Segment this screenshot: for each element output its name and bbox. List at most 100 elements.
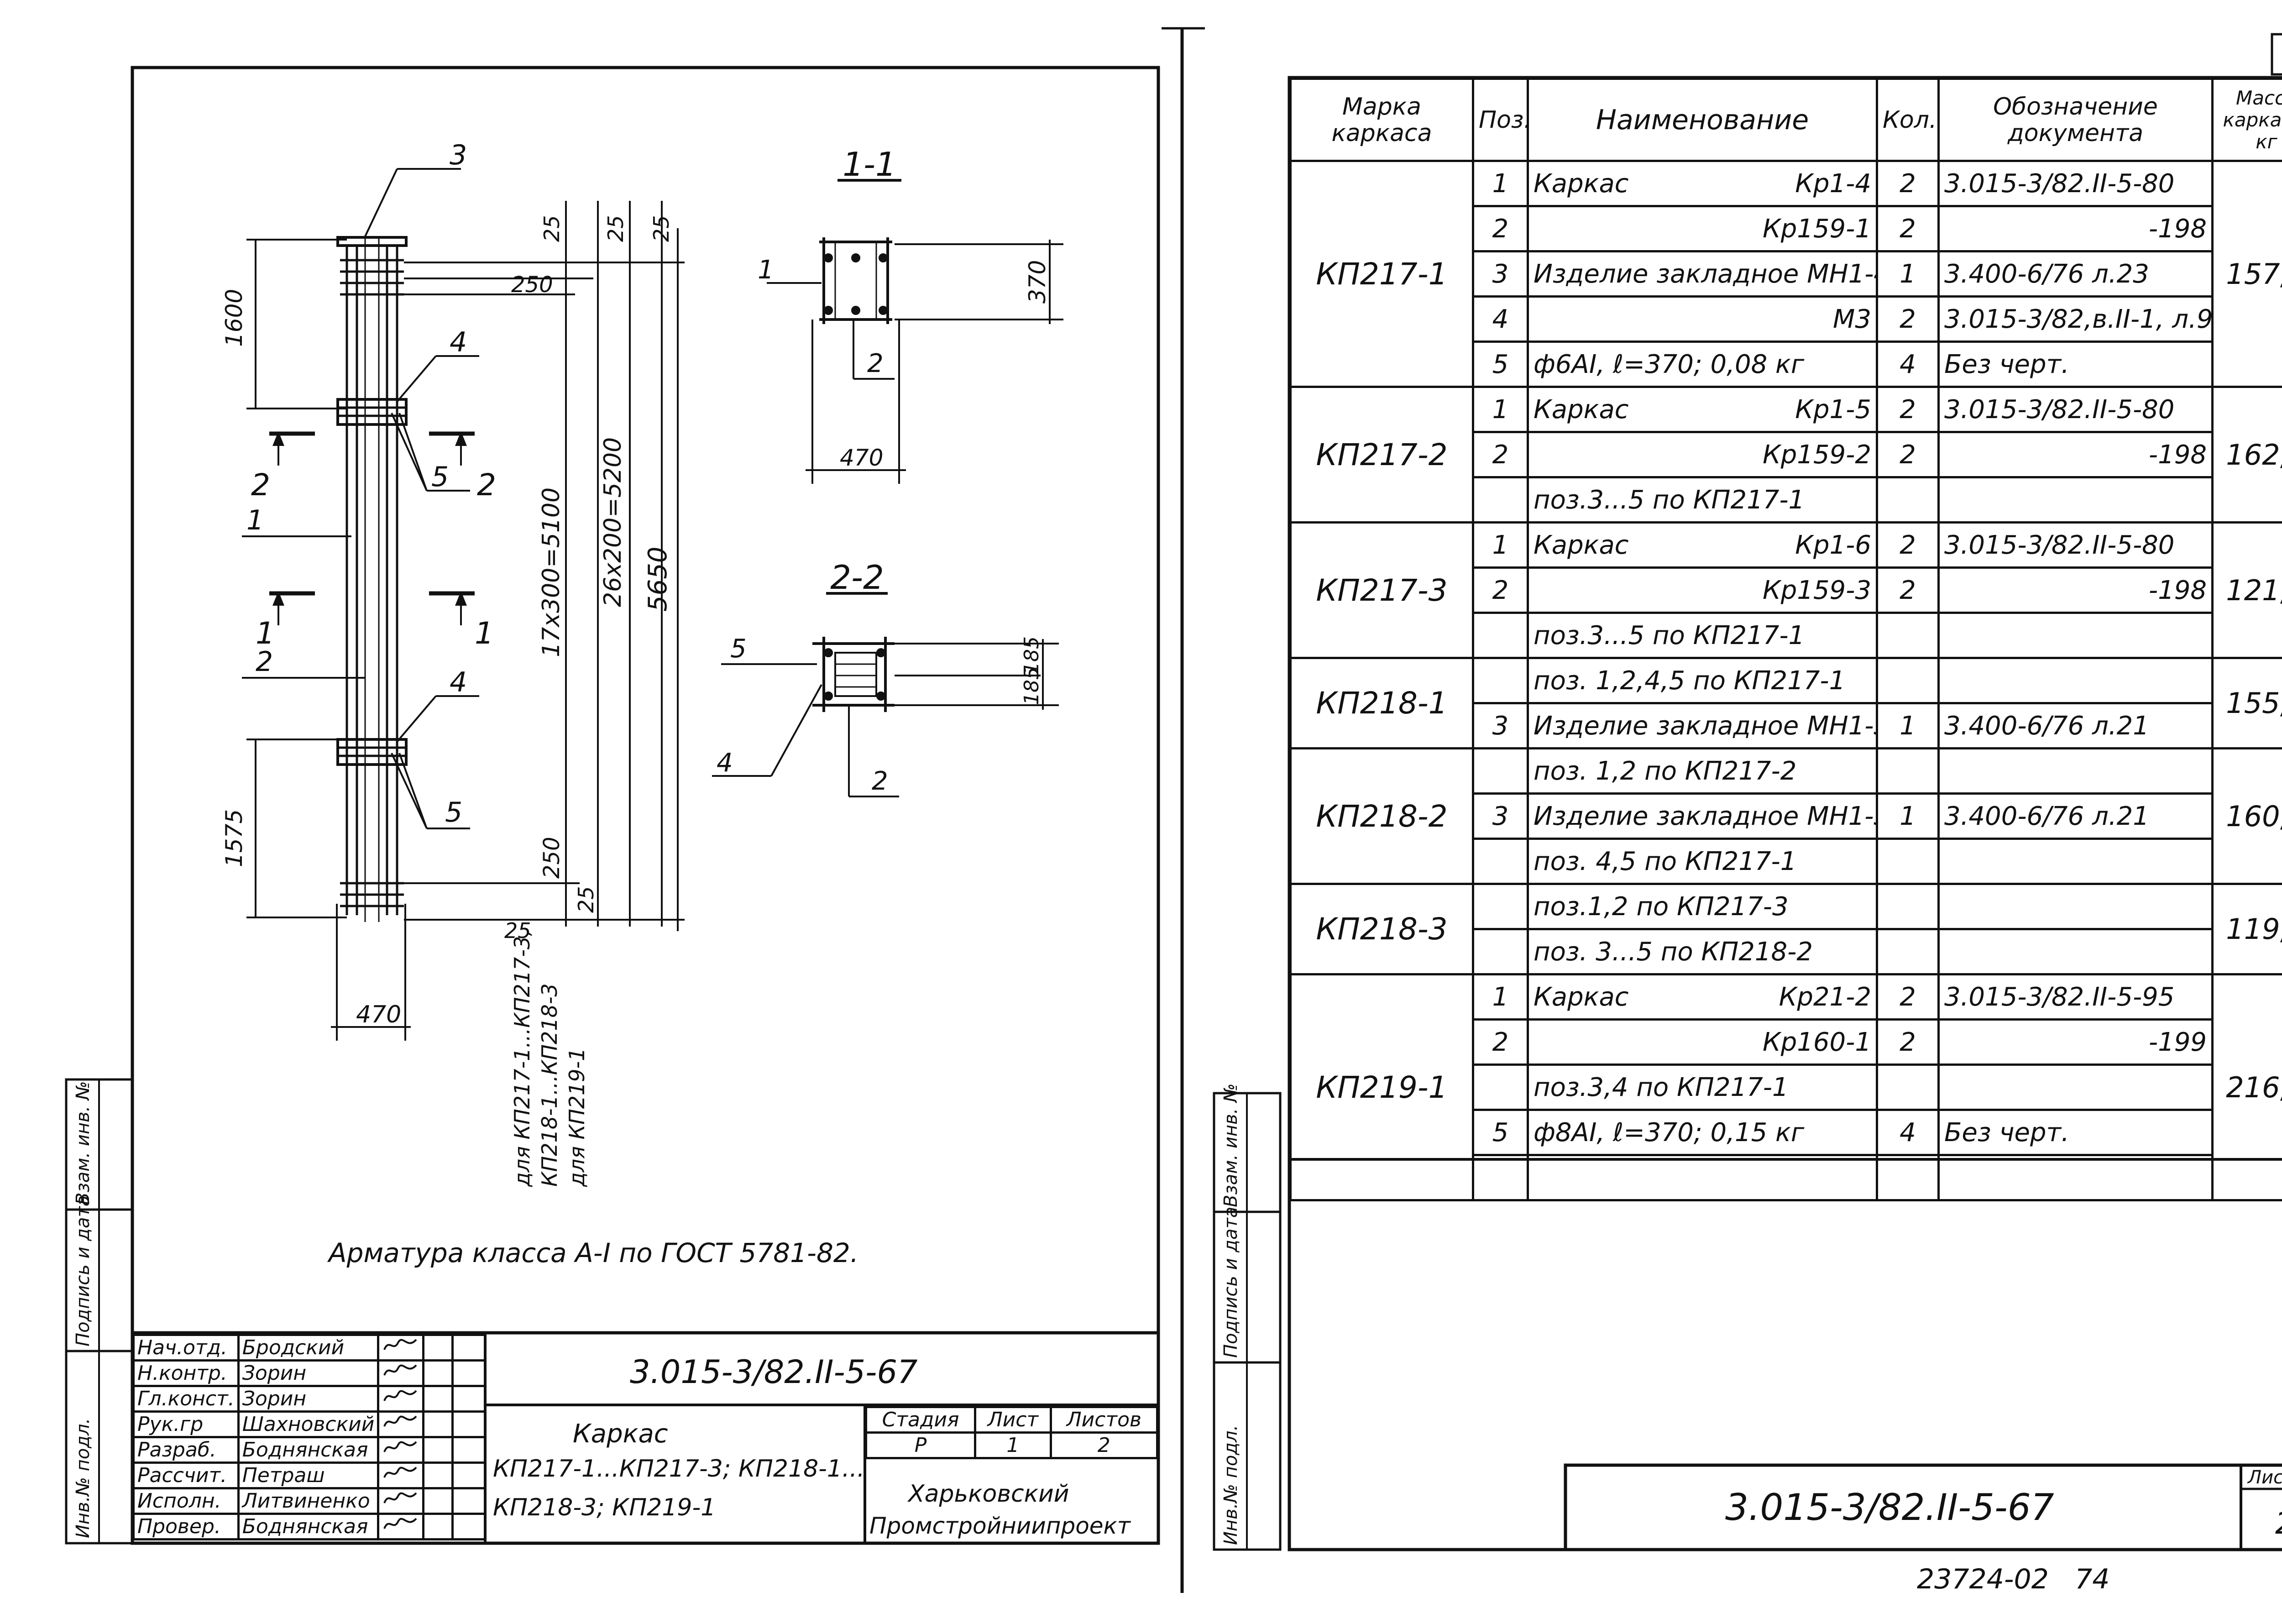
spec-qty: 2 bbox=[1876, 386, 1940, 433]
sec22-pos5: 5 bbox=[730, 634, 747, 664]
spec-name-mark: Кр159-2 bbox=[1762, 440, 1871, 470]
spec-name-main: Каркас bbox=[1534, 394, 1629, 424]
spec-name: ф6АI, ℓ=370; 0,08 кг bbox=[1527, 341, 1878, 388]
spec-name-mark: Кр159-3 bbox=[1762, 575, 1871, 605]
stamp-role-row: Рассчит.Петраш bbox=[132, 1462, 486, 1489]
vertical-note-2: КП218-1...КП218-3 bbox=[537, 983, 562, 1187]
spec-doc: 3.400-6/76 л.21 bbox=[1937, 792, 2214, 840]
spec-name: Кр160-1 bbox=[1527, 1018, 1878, 1066]
spec-name-main: Каркас bbox=[1534, 168, 1629, 199]
label-pos-5b: 5 bbox=[445, 796, 462, 828]
stamp-date bbox=[422, 1410, 454, 1438]
spec-pos: 5 bbox=[1472, 341, 1529, 388]
right-strip-vzam: Взам. инв. № bbox=[1220, 1083, 1241, 1207]
spec-doc bbox=[1937, 747, 2214, 795]
spec-row bbox=[1291, 1154, 2282, 1201]
header-mass: Масса каркаса, кг bbox=[2211, 78, 2282, 162]
spec-name-main: Изделие закладное МН1-45 bbox=[1534, 259, 1877, 289]
spec-doc: 3.015-3/82.II-5-80 bbox=[1937, 521, 2214, 569]
spec-mark: КП218-3 bbox=[1289, 883, 1474, 975]
stamp-blank bbox=[451, 1487, 486, 1515]
spec-name: Кр159-1 bbox=[1527, 205, 1878, 252]
spec-name: поз. 1,2 по КП217-2 bbox=[1527, 747, 1878, 795]
stamp-signature bbox=[377, 1513, 425, 1540]
spec-mass: 157,5 bbox=[2211, 160, 2282, 388]
spec-mark: КП218-1 bbox=[1289, 657, 1474, 749]
label-pos-4b: 4 bbox=[450, 666, 467, 698]
spec-name-mark: Кр1-6 bbox=[1795, 530, 1871, 560]
spec-doc: 3.015-3/82.II-5-80 bbox=[1937, 160, 2214, 207]
sec11-pos1: 1 bbox=[758, 255, 774, 285]
spec-pos bbox=[1472, 838, 1529, 885]
stamp-role: Провер. bbox=[132, 1513, 240, 1540]
spec-name-main: Каркас bbox=[1534, 530, 1629, 560]
spec-qty bbox=[1876, 1063, 1940, 1111]
spec-mark: КП217-1 bbox=[1289, 160, 1474, 388]
spec-name-main: ф8АI, ℓ=370; 0,15 кг bbox=[1534, 1117, 1805, 1147]
spec-name-mark: Кр1-4 bbox=[1795, 168, 1871, 199]
spec-name: Каркас Кр1-4 bbox=[1527, 160, 1878, 207]
stamp-role-row: Н.контр.Зорин bbox=[132, 1359, 486, 1387]
spec-name-mark: Кр160-1 bbox=[1762, 1027, 1871, 1057]
spec-qty: 1 bbox=[1876, 792, 1940, 840]
spec-name: ф8АI, ℓ=370; 0,15 кг bbox=[1527, 1109, 1878, 1156]
spec-doc: 3.015-3/82,в.II-1, л.96 bbox=[1937, 295, 2214, 343]
left-sheet-frame bbox=[131, 66, 1160, 1545]
label-pos-2: 2 bbox=[256, 646, 273, 678]
stamp-role-row: Исполн.Литвиненко bbox=[132, 1487, 486, 1515]
stamp-person: Боднянская bbox=[237, 1436, 380, 1464]
spec-pos: 3 bbox=[1472, 702, 1529, 749]
right-strip-inv: Инв.№ подл. bbox=[1220, 1425, 1241, 1545]
stamp-blank bbox=[451, 1513, 486, 1540]
spec-doc: 3.015-3/82.II-5-80 bbox=[1937, 386, 2214, 433]
left-stamp-title-3: КП218-3; КП219-1 bbox=[493, 1494, 716, 1521]
spec-doc: -198 bbox=[1937, 566, 2214, 614]
spec-pos: 1 bbox=[1472, 521, 1529, 569]
spec-name-main: поз.3,4 по КП217-1 bbox=[1534, 1072, 1789, 1102]
left-stamp-stage: Стадия Лист Листов Р 1 2 bbox=[864, 1406, 1159, 1459]
spec-qty bbox=[1876, 612, 1940, 659]
spec-pos bbox=[1472, 657, 1529, 704]
sec22-dim-185a: 185 bbox=[1020, 636, 1043, 675]
spec-pos: 1 bbox=[1472, 973, 1529, 1021]
section-1-1 bbox=[767, 237, 1063, 484]
sec22-pos2: 2 bbox=[872, 766, 888, 796]
stamp-signature bbox=[377, 1410, 425, 1438]
sheets-header: Листов bbox=[1049, 1406, 1159, 1434]
stamp-signature bbox=[377, 1487, 425, 1515]
spec-pos: 5 bbox=[1472, 1109, 1529, 1156]
stamp-date bbox=[422, 1359, 454, 1387]
right-stamp-sheet-label: Лист bbox=[2247, 1467, 2282, 1488]
stamp-role: Исполн. bbox=[132, 1487, 240, 1515]
spec-doc: Без черт. bbox=[1937, 341, 2214, 388]
spec-pos bbox=[1472, 1154, 1529, 1201]
spec-name: Изделие закладное МН1-36 bbox=[1527, 792, 1878, 840]
stamp-role: Рук.гр bbox=[132, 1410, 240, 1438]
spec-pos: 1 bbox=[1472, 386, 1529, 433]
spec-mass: 160,0 bbox=[2211, 747, 2282, 885]
spec-name: поз. 3...5 по КП218-2 bbox=[1527, 928, 1878, 975]
stamp-date bbox=[422, 1513, 454, 1540]
cut-2-left: 2 bbox=[251, 467, 270, 503]
stamp-person: Бродский bbox=[237, 1334, 380, 1362]
section-2-2-title: 2-2 bbox=[830, 558, 884, 597]
left-strip-vzam: Взам. инв. № bbox=[73, 1081, 94, 1205]
stamp-signature bbox=[377, 1334, 425, 1362]
spec-pos: 4 bbox=[1472, 295, 1529, 343]
spec-name: Изделие закладное МН1-36 bbox=[1527, 702, 1878, 749]
label-pos-3: 3 bbox=[450, 139, 467, 171]
left-stamp-title-1: Каркас bbox=[573, 1419, 668, 1449]
spec-qty: 1 bbox=[1876, 250, 1940, 298]
stamp-signature bbox=[377, 1359, 425, 1387]
spec-name: поз.3...5 по КП217-1 bbox=[1527, 476, 1878, 524]
vertical-note-1: для КП217-1...КП217-3, bbox=[510, 929, 534, 1187]
spec-name-main: ф6АI, ℓ=370; 0,08 кг bbox=[1534, 349, 1805, 379]
